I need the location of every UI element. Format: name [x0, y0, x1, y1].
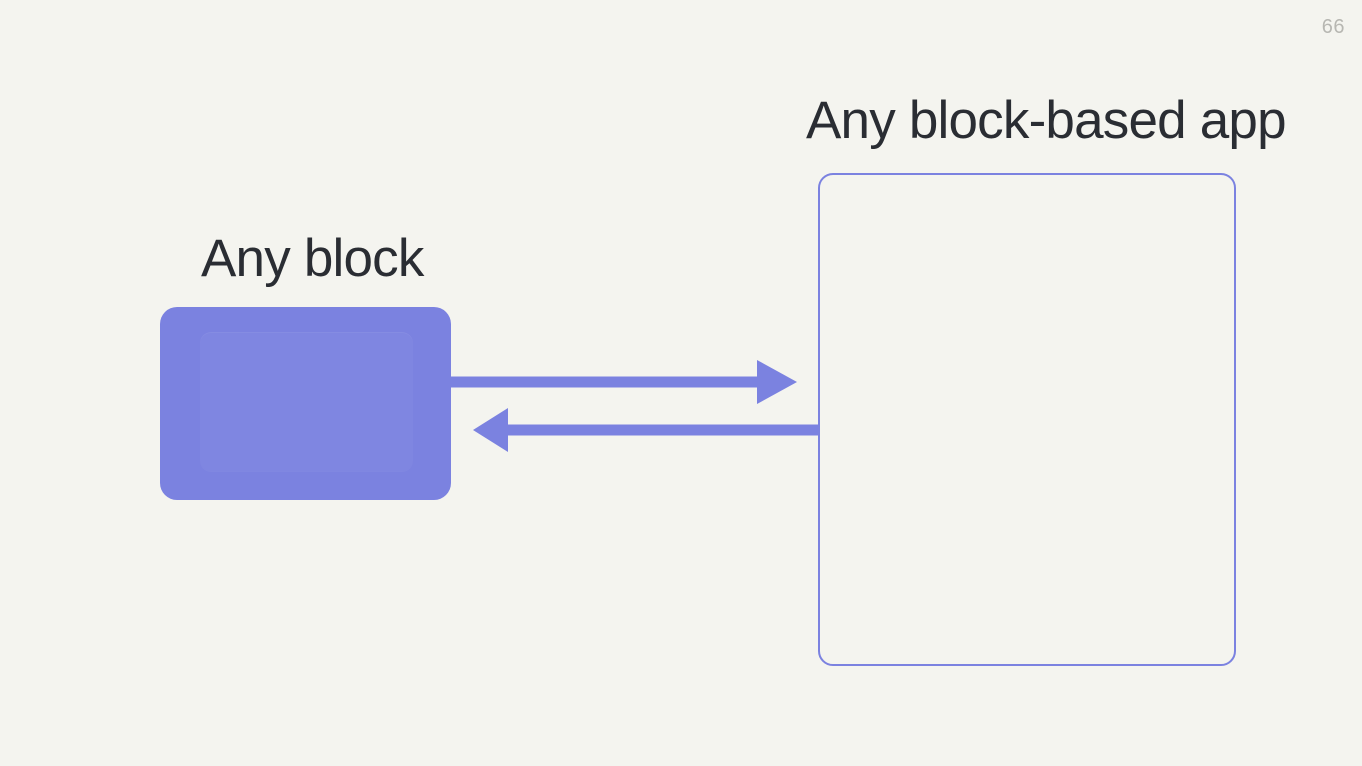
app-to-block-arrow: [473, 408, 819, 452]
page-number: 66: [1321, 16, 1345, 38]
any-block-label: Any block: [201, 229, 424, 288]
any-block-based-app-label: Any block-based app: [806, 91, 1287, 150]
any-block-shape: [160, 307, 451, 500]
app-frame-shape: [818, 173, 1236, 666]
any-block-inner-surface: [200, 332, 413, 471]
block-to-app-arrow: [451, 360, 797, 404]
